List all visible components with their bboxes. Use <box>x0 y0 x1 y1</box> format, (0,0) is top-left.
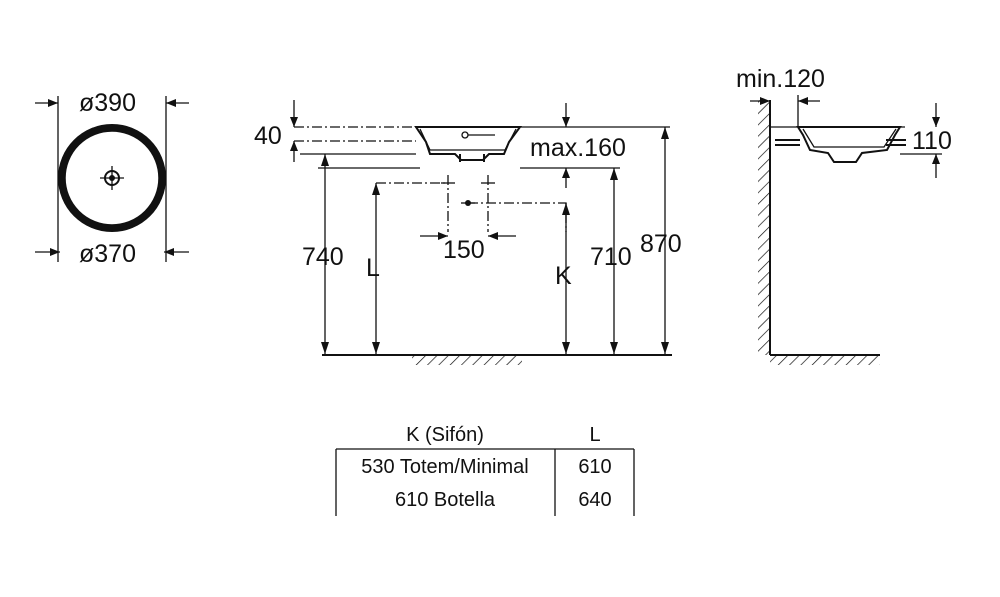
outer-diameter-label: ø390 <box>79 89 136 117</box>
inner-diameter-label: ø370 <box>79 240 136 268</box>
table-row-2-l: 640 <box>578 489 611 511</box>
dim-basin-bottom: 710 <box>590 243 632 271</box>
dim-L: L <box>366 254 380 282</box>
table-row-1-l: 610 <box>578 456 611 478</box>
dim-K: K <box>555 262 572 290</box>
dim-total-height: 870 <box>640 230 682 258</box>
table-row-1-k: 530 Totem/Minimal <box>361 456 528 478</box>
floor-hatch <box>412 356 522 365</box>
dim-side-height: 110 <box>912 127 952 155</box>
siphon-table: K (Sifón) L 530 Totem/Minimal 610 610 Bo… <box>335 424 635 516</box>
side-floor-hatch <box>770 356 880 365</box>
table-header-l: L <box>589 424 600 446</box>
front-view: 40 max.160 150 740 L <box>254 100 682 365</box>
dim-tap-spacing: 150 <box>443 236 485 264</box>
side-basin-profile <box>796 126 902 163</box>
dim-counter-height: 740 <box>302 243 344 271</box>
dim-wall-clearance: min.120 <box>736 65 825 93</box>
dim-max-siphon: max.160 <box>530 134 626 162</box>
dim-basin-height: 40 <box>254 122 282 150</box>
side-view: min.120 110 <box>736 65 952 365</box>
table-row-2-k: 610 Botella <box>395 489 496 511</box>
wall-hatch <box>758 100 769 355</box>
basin-profile <box>414 126 522 161</box>
top-view: ø390 ø370 <box>35 89 189 268</box>
table-header-k: K (Sifón) <box>406 424 484 446</box>
